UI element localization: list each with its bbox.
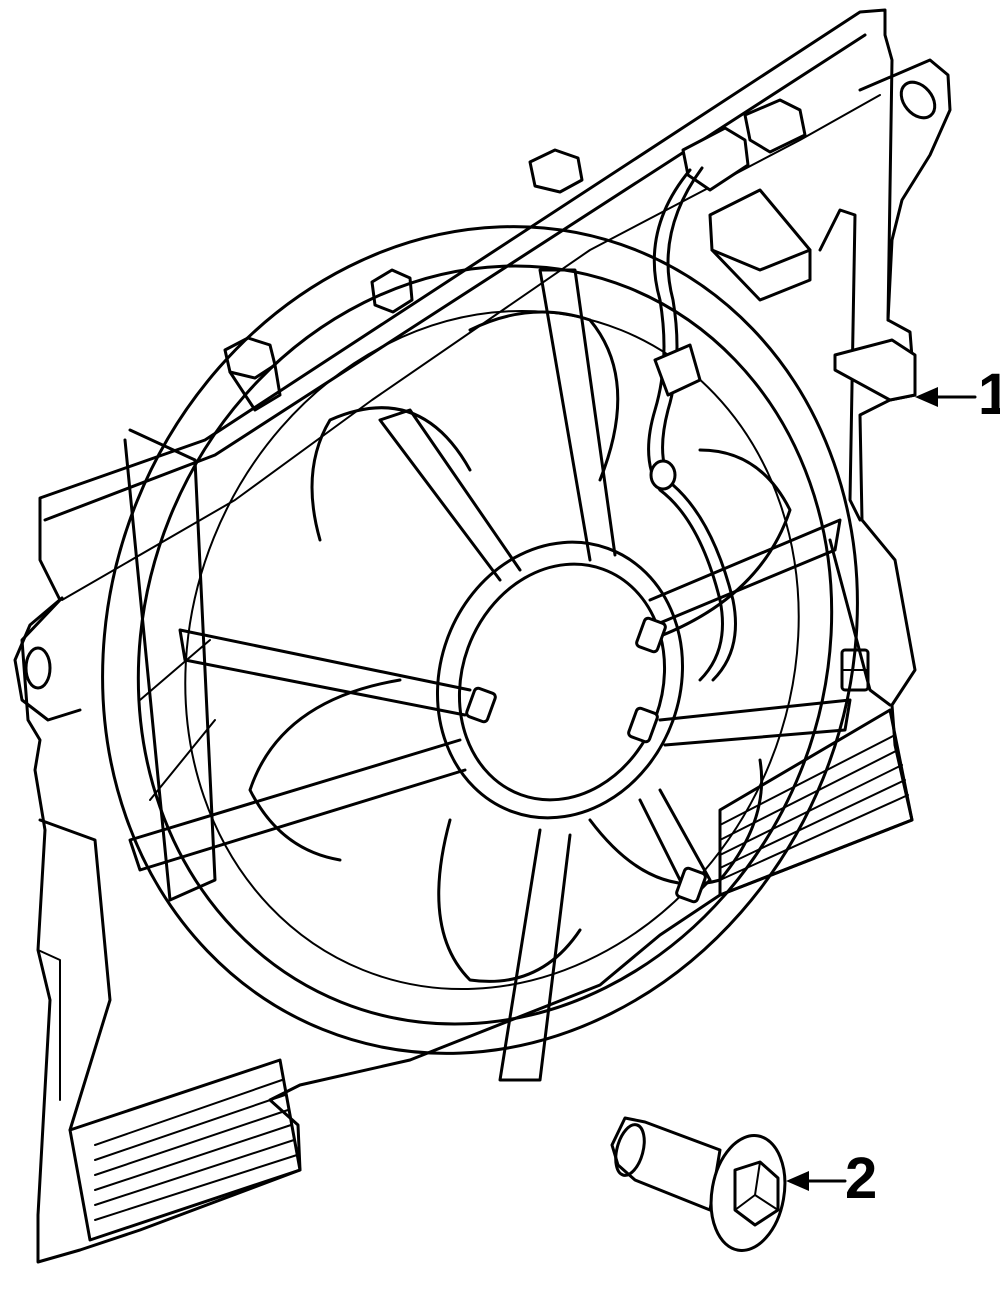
right-lower-panel <box>828 538 892 707</box>
left-strut-cross <box>139 639 216 801</box>
callout-1-arrowhead <box>915 387 938 407</box>
wire-connector <box>653 343 702 397</box>
fan-ring-outer <box>101 225 859 1055</box>
motor-hub-inner <box>457 562 667 802</box>
left-strut-frame <box>123 428 217 902</box>
top-clip-4 <box>681 126 750 192</box>
bolt-hex-head <box>733 1160 780 1227</box>
lower-left-louvers <box>68 1058 302 1242</box>
fan-blades <box>248 310 792 983</box>
shroud-outer-frame <box>20 8 917 1264</box>
fan-ring-inner <box>184 309 800 991</box>
flange-bolt <box>610 1116 787 1252</box>
callout-number-1: 1 <box>978 362 1000 427</box>
callout-number-2: 2 <box>845 1146 878 1211</box>
wire-grommet <box>649 459 677 491</box>
top-clip-5 <box>743 98 807 154</box>
strut-bosses <box>465 616 707 904</box>
callout-1-leader <box>915 387 977 407</box>
bolt-shank <box>610 1116 722 1212</box>
right-tab <box>833 338 917 402</box>
bolt-shank-tip <box>614 1123 646 1177</box>
left-mount-hole <box>24 646 52 690</box>
left-lower-panel <box>38 818 112 1132</box>
wire-harness-2 <box>661 166 737 682</box>
top-clip-3 <box>528 148 584 194</box>
top-clip-1-base <box>228 363 282 412</box>
lower-left-louver-lines <box>94 1079 298 1221</box>
right-mount-ear <box>858 58 952 322</box>
bolt-hex-face <box>734 1161 779 1211</box>
fan-ring-middle <box>136 264 834 1026</box>
left-mount-ear <box>13 596 82 722</box>
motor-hub-outer <box>435 540 685 820</box>
right-mount-hole <box>899 80 937 120</box>
lower-right-louver-lines <box>719 734 909 881</box>
shroud-top-rail-2 <box>61 94 881 601</box>
callout-2-leader <box>786 1171 847 1191</box>
connector-bracket <box>708 188 812 302</box>
callout-2-arrowhead <box>786 1171 809 1191</box>
wire-harness <box>647 168 724 682</box>
right-side-panel <box>818 208 862 522</box>
lower-right-louvers <box>718 708 914 897</box>
shroud-top-rail <box>43 33 867 522</box>
left-lower-panel-2 <box>37 949 61 1101</box>
support-struts <box>128 268 852 1082</box>
connector-bracket-face <box>710 248 812 272</box>
fan-shroud-assembly <box>13 8 952 1264</box>
